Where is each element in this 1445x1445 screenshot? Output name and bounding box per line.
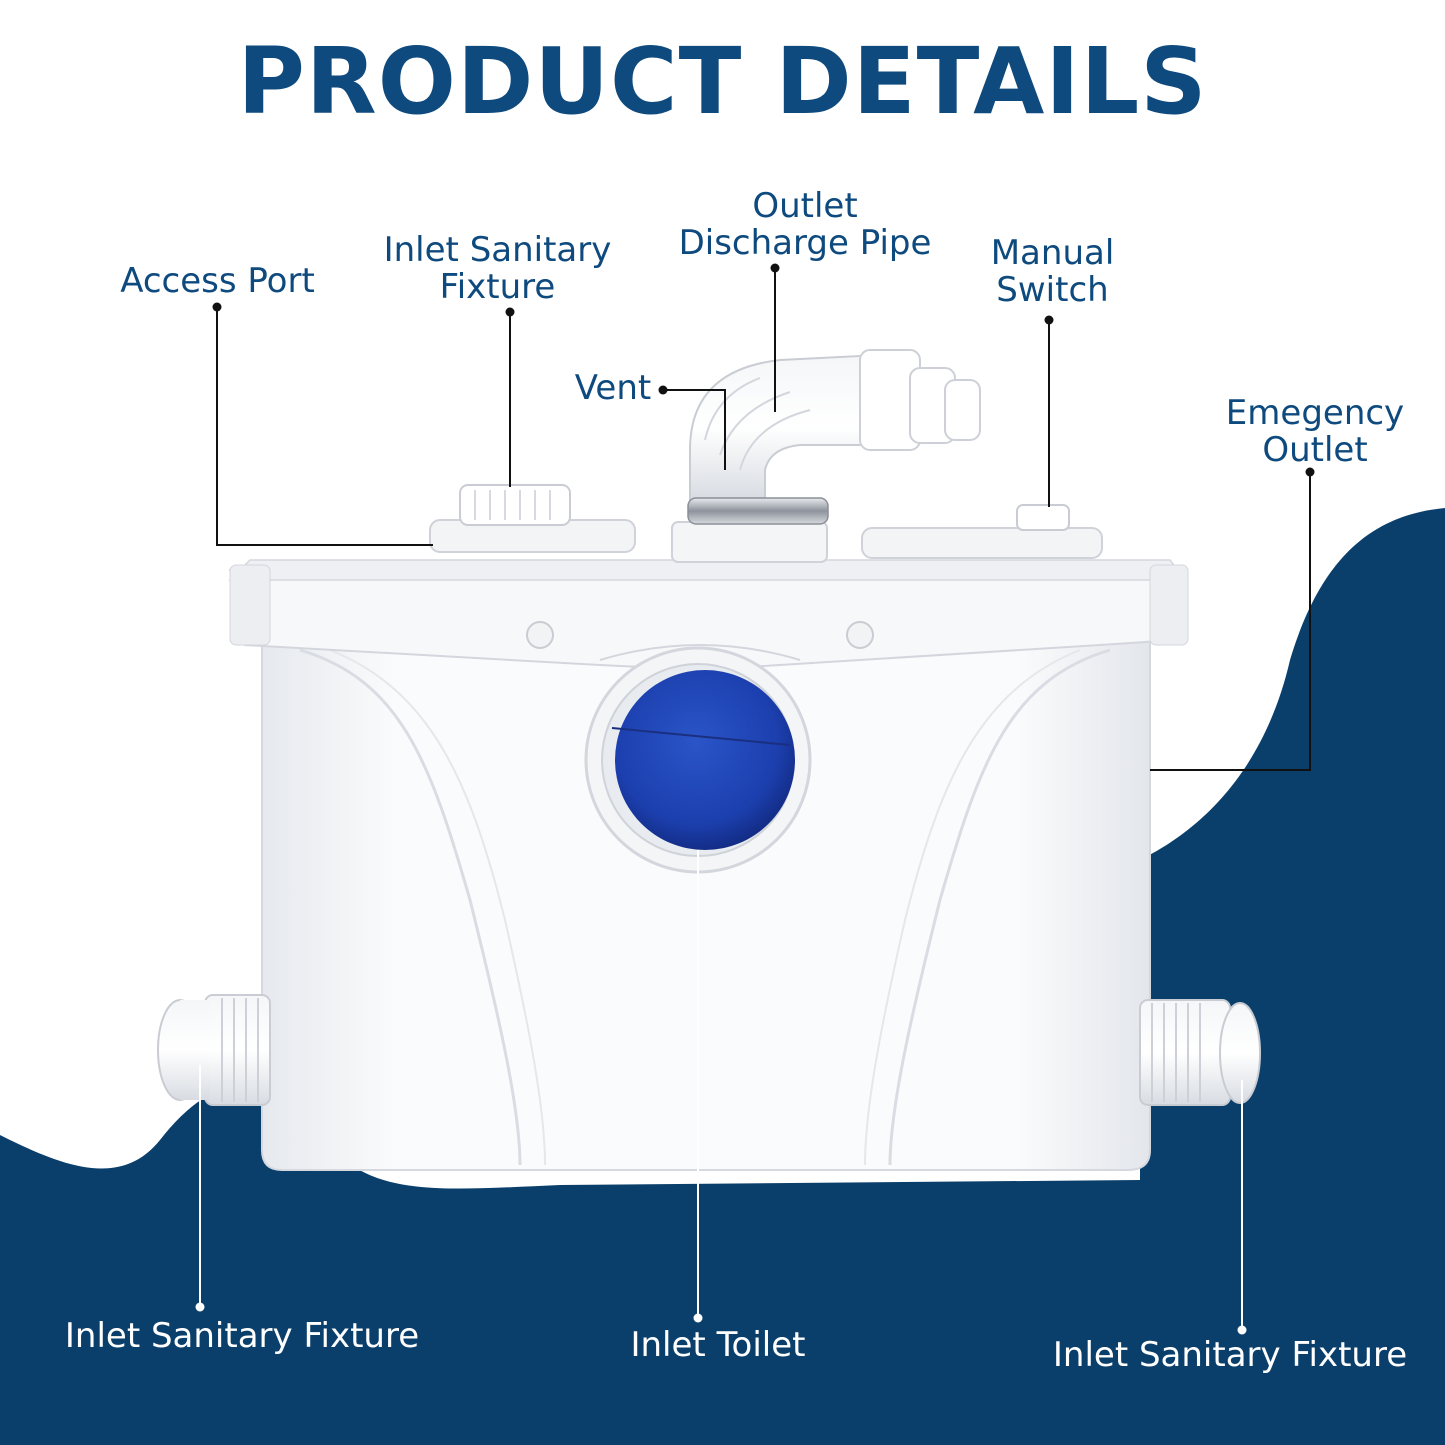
dot-access-port xyxy=(212,302,222,312)
label-vent-text: Vent xyxy=(574,368,652,408)
label-manual-switch-line2: Switch xyxy=(996,270,1109,310)
toilet-inlet xyxy=(584,646,812,874)
callout-lines xyxy=(199,268,1311,1330)
dot-vent xyxy=(658,385,668,395)
dot-inlet-toilet xyxy=(693,1313,703,1323)
label-inlet-sanitary-top: Inlet Sanitary Fixture xyxy=(370,232,625,306)
background-wave xyxy=(0,508,1445,1445)
dot-inlet-sanitary-right xyxy=(1237,1325,1247,1335)
label-inlet-sanitary-left: Inlet Sanitary Fixture xyxy=(52,1318,432,1355)
label-manual-switch: Manual Switch xyxy=(975,235,1130,309)
dot-inlet-sanitary-top xyxy=(505,307,515,317)
pump-body xyxy=(157,349,1261,1171)
label-inlet-sanitary-left-text: Inlet Sanitary Fixture xyxy=(64,1316,420,1356)
label-inlet-sanitary-right: Inlet Sanitary Fixture xyxy=(1040,1337,1420,1374)
label-inlet-sanitary-top-line1: Inlet Sanitary xyxy=(383,230,612,270)
label-manual-switch-line1: Manual xyxy=(990,233,1115,273)
dot-inlet-sanitary-left xyxy=(195,1302,205,1312)
dot-outlet-discharge xyxy=(770,263,780,273)
label-vent: Vent xyxy=(563,370,663,407)
callout-dots xyxy=(195,263,1315,1335)
outlet-discharge-pipe xyxy=(687,349,981,525)
right-inlet-hose xyxy=(1139,999,1261,1106)
label-outlet-discharge-line1: Outlet xyxy=(752,186,858,226)
label-access-port-text: Access Port xyxy=(120,261,315,301)
label-access-port: Access Port xyxy=(95,263,340,300)
label-inlet-toilet-text: Inlet Toilet xyxy=(630,1325,806,1365)
dot-manual-switch xyxy=(1044,315,1054,325)
dot-emergency-outlet xyxy=(1305,467,1315,477)
label-emergency-outlet-line2: Outlet xyxy=(1262,430,1368,470)
label-inlet-toilet: Inlet Toilet xyxy=(608,1327,828,1364)
label-outlet-discharge-line2: Discharge Pipe xyxy=(678,223,932,263)
left-inlet-hose xyxy=(157,994,271,1106)
page-title: PRODUCT DETAILS xyxy=(237,28,1208,135)
label-inlet-sanitary-right-text: Inlet Sanitary Fixture xyxy=(1052,1335,1408,1375)
label-outlet-discharge: Outlet Discharge Pipe xyxy=(665,188,945,262)
label-emergency-outlet: Emegency Outlet xyxy=(1215,395,1415,469)
label-emergency-outlet-line1: Emegency xyxy=(1225,393,1405,433)
label-inlet-sanitary-top-line2: Fixture xyxy=(439,267,556,307)
